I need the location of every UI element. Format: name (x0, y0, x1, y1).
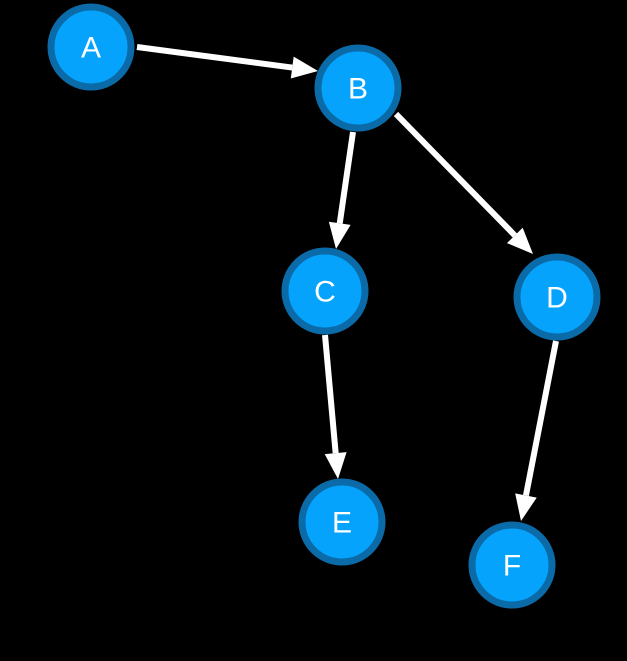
arrowhead-icon (290, 56, 318, 79)
graph-node-a[interactable]: A (47, 3, 135, 91)
graph-node-d[interactable]: D (513, 253, 601, 341)
edge-line (136, 44, 293, 71)
graph-node-b[interactable]: B (314, 44, 402, 132)
arrowhead-icon (506, 227, 533, 254)
node-circle[interactable] (314, 44, 402, 132)
edge-line (322, 334, 339, 454)
graph-edge-a-b (136, 44, 318, 79)
node-circle[interactable] (298, 478, 386, 566)
node-circle[interactable] (47, 3, 135, 91)
graph-node-f[interactable]: F (468, 521, 556, 609)
graph-edge-b-c (328, 131, 356, 249)
edges-layer (136, 44, 559, 521)
arrowhead-icon (515, 493, 537, 521)
arrowhead-icon (328, 221, 351, 249)
nodes-layer: A B C D EF (47, 3, 601, 609)
graph-node-c[interactable]: C (281, 247, 369, 335)
graph-edge-d-f (515, 340, 559, 521)
graph-node-e[interactable]: E (298, 478, 386, 566)
edge-line (393, 111, 517, 238)
edge-line (523, 340, 559, 497)
arrowhead-icon (324, 452, 347, 479)
graph-edge-b-d (393, 111, 533, 254)
node-circle[interactable] (513, 253, 601, 341)
graph-edge-c-e (322, 334, 347, 479)
edge-line (336, 131, 356, 224)
node-circle[interactable] (281, 247, 369, 335)
node-circle[interactable] (468, 521, 556, 609)
